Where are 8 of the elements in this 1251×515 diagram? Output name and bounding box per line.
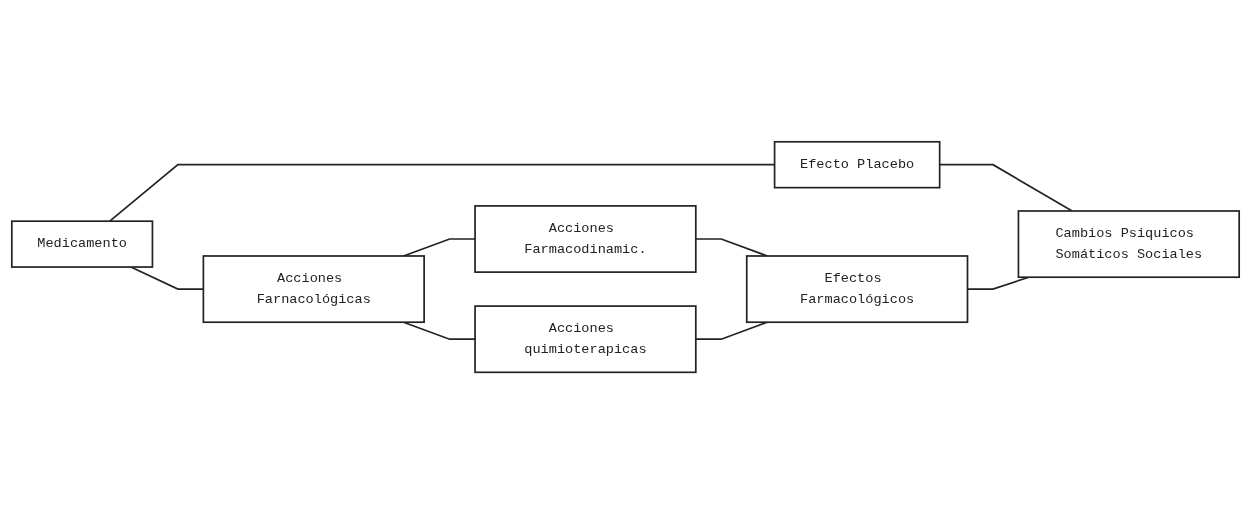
node-box: Acciones Farmacodinamic. (474, 205, 697, 274)
connector (402, 238, 476, 258)
node-box: Medicamento (10, 220, 154, 269)
node-box: Efecto Placebo (773, 141, 941, 189)
node-box: Efectos Farmacológicos (745, 255, 969, 324)
node-box: Acciones quimioterapicas (474, 305, 697, 374)
node-box: Cambios Psiquicos Somáticos Sociales (1017, 210, 1241, 279)
node-box: Acciones Farnacológicas (202, 255, 425, 324)
